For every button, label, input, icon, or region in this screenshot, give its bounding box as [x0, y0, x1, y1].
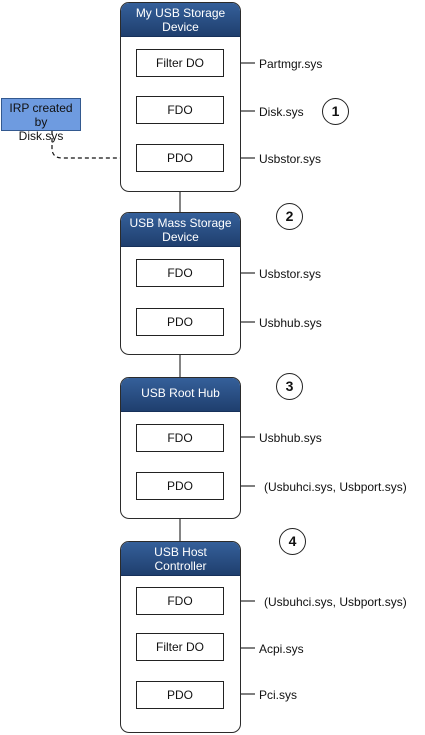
irp-note-line2: Disk.sys — [18, 129, 64, 143]
driver-label: Acpi.sys — [259, 642, 304, 656]
device-object-fdo: FDO — [136, 587, 224, 615]
irp-note: IRP created by Disk.sys — [1, 98, 81, 143]
irp-note-line1: IRP created by — [9, 101, 73, 129]
device-object-pdo: PDO — [136, 681, 224, 709]
driver-label: Usbstor.sys — [259, 152, 322, 166]
stack-header: USB Host Controller — [121, 542, 240, 576]
driver-label: Pci.sys — [259, 688, 298, 702]
stack-header: USB Root Hub — [121, 378, 240, 412]
step-number-badge: 3 — [276, 373, 303, 400]
driver-label: Usbhub.sys — [259, 316, 322, 330]
step-number-badge: 4 — [279, 528, 306, 555]
device-object-pdo: PDO — [136, 308, 224, 336]
driver-label: Usbstor.sys — [259, 267, 322, 281]
stack-header: USB Mass Storage Device — [121, 213, 240, 247]
device-object-fdo: FDO — [136, 259, 224, 287]
stack-header: My USB Storage Device — [121, 3, 240, 37]
device-object-fdo: FDO — [136, 96, 224, 124]
driver-label: (Usbuhci.sys, Usbport.sys) — [264, 595, 407, 609]
driver-label: (Usbuhci.sys, Usbport.sys) — [264, 480, 407, 494]
step-number-badge: 1 — [322, 98, 349, 125]
device-object-pdo: PDO — [136, 144, 224, 172]
step-number-badge: 2 — [276, 203, 303, 230]
driver-label: Usbhub.sys — [259, 431, 322, 445]
driver-label: Partmgr.sys — [259, 57, 323, 71]
device-object-filter-do: Filter DO — [136, 633, 224, 661]
device-object-fdo: FDO — [136, 424, 224, 452]
driver-label: Disk.sys — [259, 105, 304, 119]
irp-dashed-arrow — [51, 131, 135, 163]
device-object-pdo: PDO — [136, 472, 224, 500]
device-object-filter-do: Filter DO — [136, 49, 224, 77]
